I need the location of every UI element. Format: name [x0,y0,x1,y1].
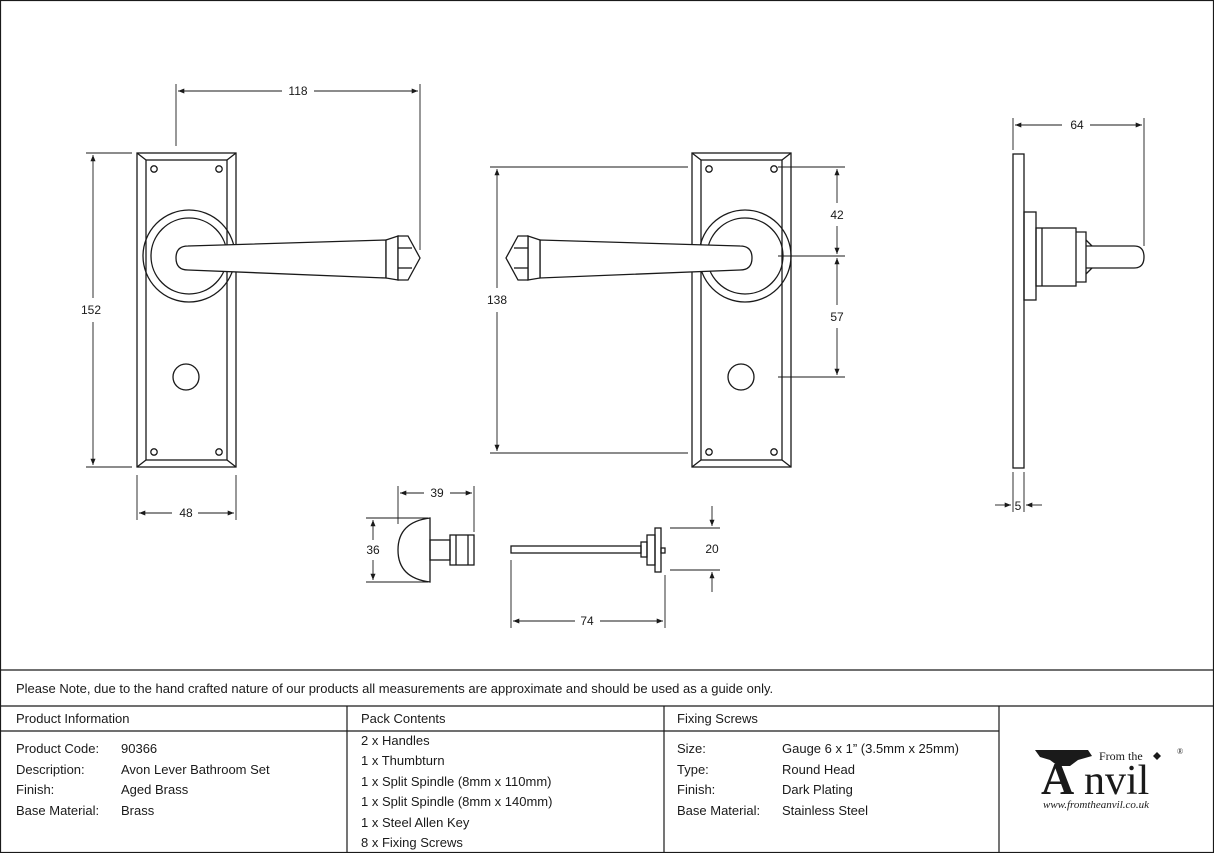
pack-item: 1 x Steel Allen Key [361,815,470,830]
spindle-dimension-lines [510,506,720,628]
logo-registered: ® [1177,747,1183,756]
dim-64-label: 64 [1070,118,1084,132]
screw-size-label: Size: [677,741,706,756]
pack-item: 8 x Fixing Screws [361,835,463,850]
fixing-screws-header: Fixing Screws [677,711,758,726]
dim-42-label: 42 [830,208,844,222]
mirror-view-lever [505,152,792,468]
fixing-screws-rows: Size: Gauge 6 x 1” (3.5mm x 25mm) Type: … [677,741,959,818]
side-view-lever [1012,153,1145,469]
screw-size-value: Gauge 6 x 1” (3.5mm x 25mm) [782,741,959,756]
thumbturn-dimension-lines [366,486,475,583]
dim-20-label: 20 [705,542,719,556]
finish-label: Finish: [16,782,54,797]
screw-type-value: Round Head [782,762,855,777]
anvil-icon [1035,750,1092,766]
pack-contents-header: Pack Contents [361,711,446,726]
screw-finish-label: Finish: [677,782,715,797]
logo-a: A [1041,753,1074,804]
dim-5-label: 5 [1015,499,1022,513]
base-material-label: Base Material: [16,803,99,818]
dim-118-label: 118 [288,84,307,98]
front-view-lever [136,152,421,468]
dim-48-label: 48 [179,506,193,520]
spindle-drawing [510,527,666,573]
dim-36-label: 36 [366,543,380,557]
dim-74-label: 74 [580,614,594,628]
description-value: Avon Lever Bathroom Set [121,762,270,777]
logo-nvil: nvil [1084,758,1149,804]
dim-152-label: 152 [81,303,101,317]
product-info-rows: Product Code: 90366 Description: Avon Le… [16,741,270,818]
product-code-label: Product Code: [16,741,99,756]
front-dimension-lines [86,84,421,520]
logo-url: www.fromtheanvil.co.uk [1043,799,1150,811]
pack-item: 2 x Handles [361,733,430,748]
base-material-value: Brass [121,803,155,818]
pack-item: 1 x Split Spindle (8mm x 140mm) [361,794,552,809]
screw-material-label: Base Material: [677,803,760,818]
side-dimension-lines [995,118,1145,512]
pack-item: 1 x Split Spindle (8mm x 110mm) [361,774,552,789]
disclaimer-note: Please Note, due to the hand crafted nat… [16,681,773,696]
logo-from-the: From the [1099,749,1143,763]
product-info-header: Product Information [16,711,129,726]
thumbturn-drawing [397,517,475,583]
product-code-value: 90366 [121,741,157,756]
screw-material-value: Stainless Steel [782,803,868,818]
description-label: Description: [16,762,85,777]
info-table-grid [0,669,1214,853]
dim-57-label: 57 [830,310,844,324]
mirror-dimension-lines [490,166,845,454]
dim-39-label: 39 [430,486,444,500]
dim-138-label: 138 [487,293,507,307]
finish-value: Aged Brass [121,782,189,797]
diamond-icon [1153,752,1161,760]
screw-type-label: Type: [677,762,709,777]
pack-item: 1 x Thumbturn [361,753,445,768]
screw-finish-value: Dark Plating [782,782,853,797]
pack-contents-list: 2 x Handles 1 x Thumbturn 1 x Split Spin… [361,733,552,850]
from-the-anvil-logo: From the ® A nvil www.fromtheanvil.co.uk [1035,747,1183,811]
